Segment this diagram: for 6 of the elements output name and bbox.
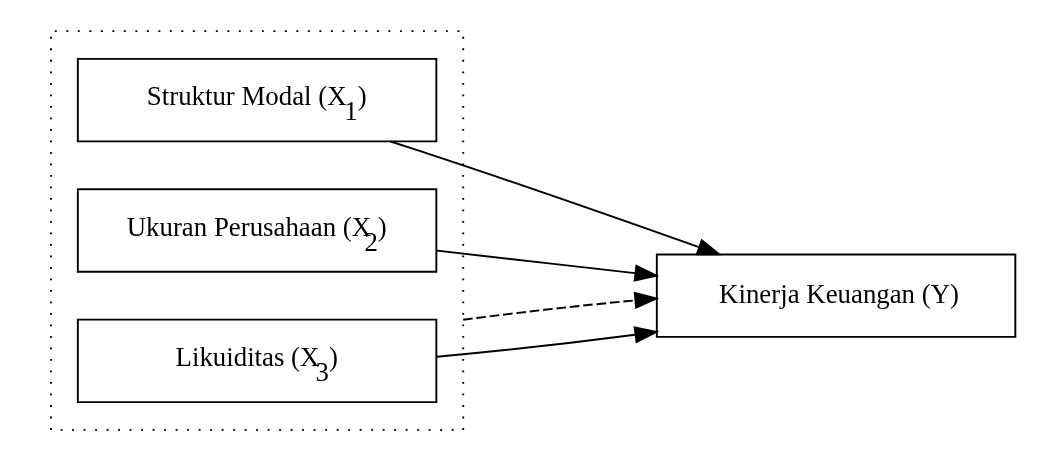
arrow (461, 291, 659, 321)
arrow (435, 326, 659, 358)
node-box: Kinerja Keuangan (Y) (655, 253, 1016, 338)
cluster (49, 30, 464, 431)
arrow (435, 249, 659, 282)
arrow (389, 140, 722, 256)
